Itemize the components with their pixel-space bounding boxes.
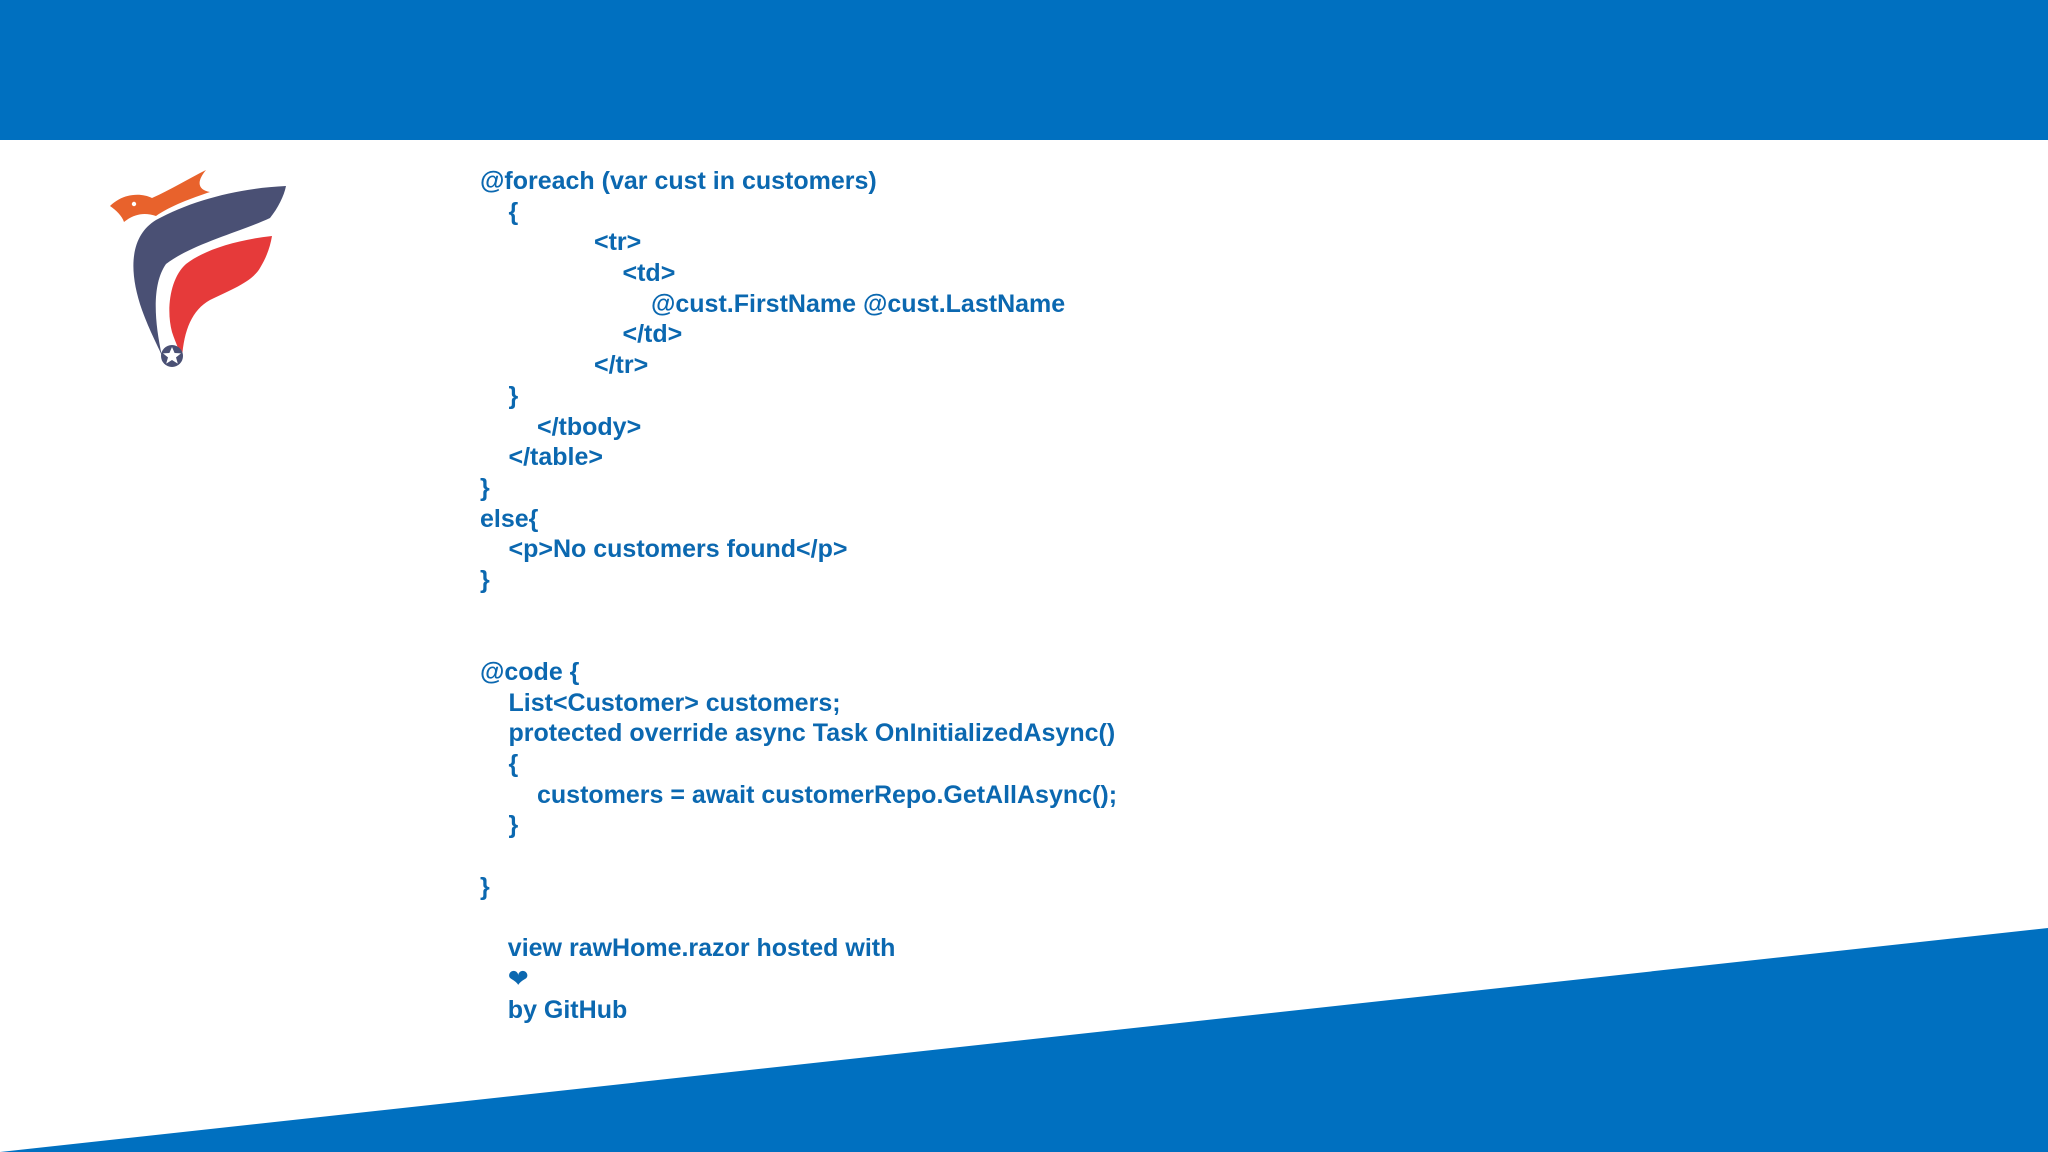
code-line: </table>	[508, 443, 604, 472]
code-line: </tr>	[594, 351, 649, 380]
top-banner	[0, 0, 2048, 140]
code-line: }	[480, 872, 490, 901]
code-line: @cust.FirstName @cust.LastName	[651, 289, 1066, 318]
code-line: <tr>	[594, 228, 642, 257]
code-line: <p>No customers found</p>	[508, 535, 848, 564]
code-line	[480, 626, 1680, 657]
code-line: <td>	[622, 259, 676, 288]
code-line: protected override async Task OnInitiali…	[508, 719, 1116, 748]
eagle-star-logo-icon	[100, 160, 300, 380]
code-line: }	[508, 381, 519, 410]
footer-suffix: by GitHub	[507, 995, 628, 1024]
code-line: @foreach (var cust in customers)	[480, 167, 877, 195]
code-line: </td>	[622, 320, 683, 349]
code-line: {	[508, 197, 519, 226]
code-line	[480, 841, 1680, 872]
heart-icon: ❤	[507, 964, 529, 993]
code-listing: @foreach (var cust in customers) { <tr> …	[480, 166, 1680, 1024]
code-line: </tbody>	[537, 412, 642, 441]
code-line: @code {	[480, 658, 580, 686]
code-line: customers = await customerRepo.GetAllAsy…	[537, 780, 1118, 809]
code-line	[480, 596, 1680, 627]
github-footer: view rawHome.razor hosted with ❤ by GitH…	[480, 903, 1680, 1023]
code-line: {	[508, 750, 519, 779]
code-line: }	[480, 565, 490, 594]
code-line: List<Customer> customers;	[508, 688, 841, 717]
footer-prefix: view rawHome.razor hosted with	[507, 934, 896, 963]
code-line: }	[508, 811, 519, 840]
code-line: else{	[480, 504, 539, 533]
code-line: }	[480, 473, 490, 502]
